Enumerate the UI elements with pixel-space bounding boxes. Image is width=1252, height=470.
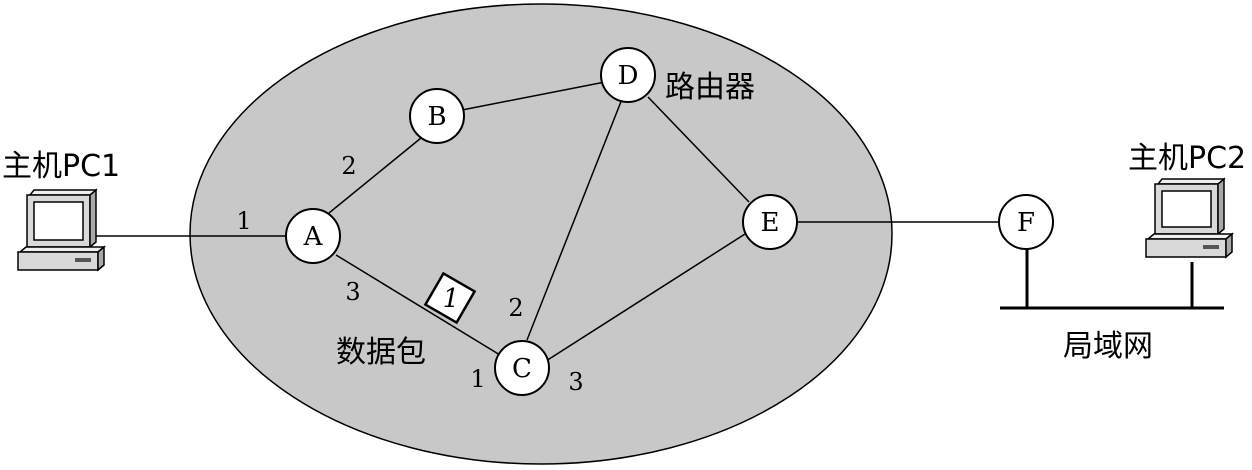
- node-a-label: A: [303, 222, 324, 252]
- pc1-computer-icon: [17, 188, 107, 272]
- router-label: 路由器: [665, 70, 755, 105]
- port-a2: 2: [341, 152, 356, 180]
- port-c3: 3: [568, 368, 583, 396]
- link-d-c: [526, 98, 623, 341]
- link-a-c: [335, 254, 501, 356]
- lan-bus: [1000, 248, 1224, 310]
- port-c1: 1: [470, 365, 485, 393]
- network-ellipse: [189, 3, 893, 465]
- node-c-label: C: [512, 354, 532, 384]
- pc2-label: 主机PC2: [1128, 141, 1246, 176]
- node-d: D: [600, 47, 656, 103]
- node-e: E: [742, 194, 798, 250]
- node-f-label: F: [1017, 208, 1035, 238]
- port-a3: 3: [345, 278, 360, 306]
- node-e-label: E: [761, 208, 780, 238]
- node-d-label: D: [618, 61, 639, 91]
- pc2-computer-icon: [1145, 177, 1235, 259]
- node-a: A: [285, 208, 341, 264]
- data-packet-mark: 1: [443, 284, 460, 314]
- link-d-e: [647, 96, 750, 203]
- node-b: B: [409, 88, 465, 144]
- link-b-d: [461, 81, 606, 111]
- lan-label: 局域网: [1063, 329, 1153, 364]
- port-a1: 1: [236, 207, 251, 235]
- link-a-b: [328, 137, 422, 214]
- packet-label: 数据包: [336, 335, 426, 370]
- data-packet-icon: [423, 271, 477, 325]
- port-c2: 2: [508, 294, 523, 322]
- pc1-label: 主机PC1: [2, 149, 120, 184]
- link-c-e: [545, 233, 746, 362]
- node-c: C: [494, 340, 550, 396]
- links: [90, 81, 999, 362]
- node-f: F: [998, 194, 1054, 250]
- node-b-label: B: [427, 102, 446, 132]
